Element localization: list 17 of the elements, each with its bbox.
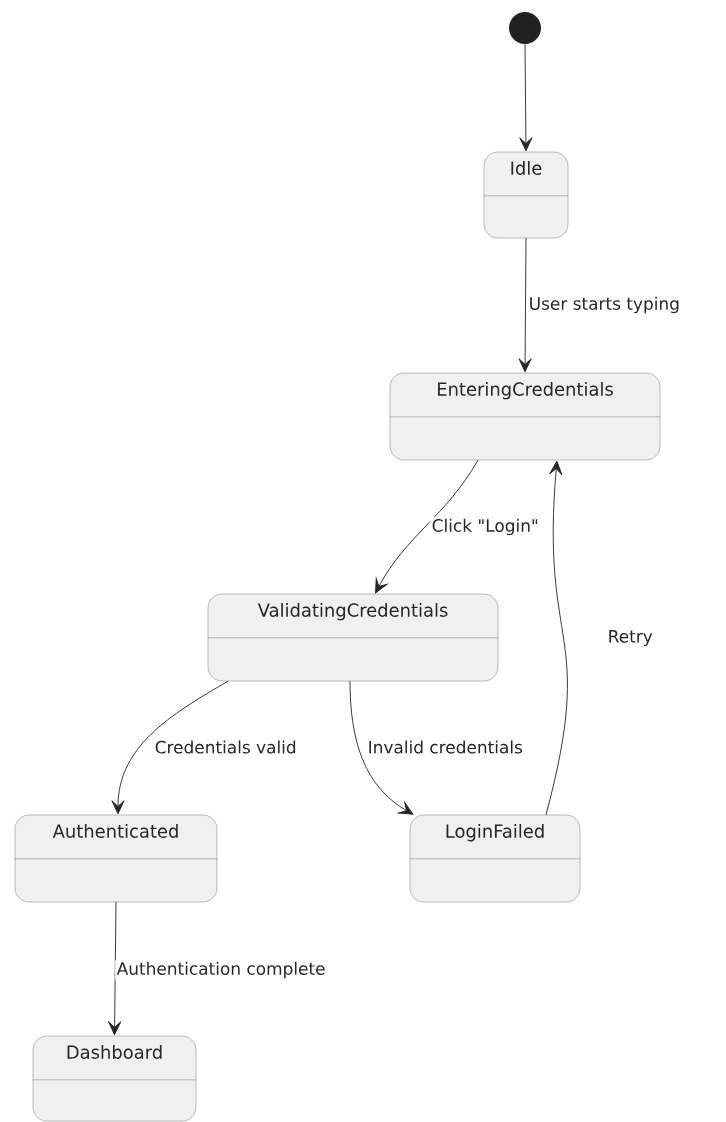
arrow	[545, 460, 568, 816]
state-box: LoginFailed	[409, 814, 581, 903]
edge-label: Authentication complete	[115, 960, 327, 980]
edge-label: Click "Login"	[430, 517, 541, 537]
arrow	[108, 901, 122, 1036]
state-box: EnteringCredentials	[389, 372, 661, 461]
arrow	[519, 43, 533, 152]
edge-label: User starts typing	[527, 295, 682, 315]
state-box: ValidatingCredentials	[207, 593, 499, 682]
arrow	[518, 237, 532, 373]
arrow	[375, 459, 479, 594]
arrow	[111, 680, 229, 815]
state-box: Idle	[483, 151, 569, 239]
state-box: Dashboard	[32, 1035, 197, 1122]
state-box: Authenticated	[14, 814, 218, 903]
initial-state-dot	[509, 12, 541, 44]
arrow	[349, 680, 414, 815]
